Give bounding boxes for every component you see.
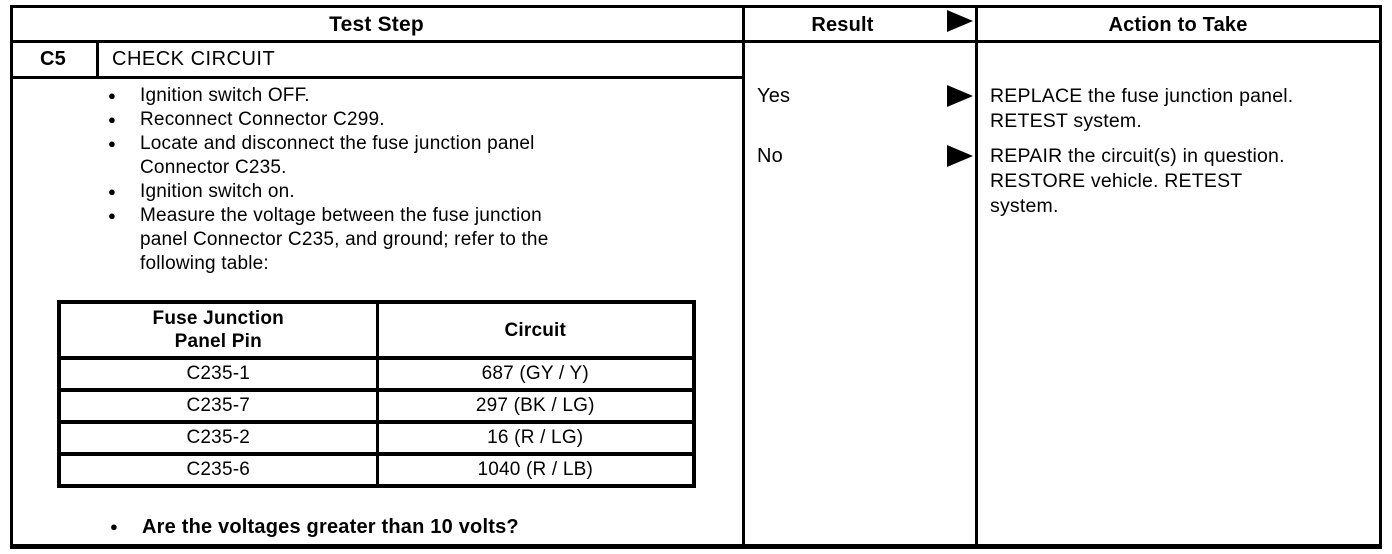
- table-row: C235-1 687 (GY / Y): [57, 356, 696, 392]
- pin-column-header: Fuse Junction Panel Pin: [57, 300, 379, 360]
- bullet-icon: ●: [108, 136, 117, 151]
- bullet-icon: ●: [108, 88, 117, 103]
- pin-cell: C235-2: [57, 420, 379, 456]
- action-line: REPAIR the circuit(s) in question.: [990, 145, 1285, 167]
- instruction-list: ● Ignition switch OFF. ● Reconnect Conne…: [108, 84, 708, 276]
- action-line: system.: [990, 195, 1059, 217]
- circuit-cell: 297 (BK / LG): [375, 388, 696, 424]
- action-line: REPLACE the fuse junction panel.: [990, 85, 1294, 107]
- table-row: C235-2 16 (R / LG): [57, 420, 696, 456]
- list-item: ● Ignition switch OFF.: [108, 84, 708, 108]
- test-step-header: Test Step: [329, 13, 424, 36]
- bullet-icon: ●: [110, 519, 119, 534]
- step-id: C5: [40, 48, 66, 70]
- result-yes-label: Yes: [757, 85, 791, 107]
- question-text: Are the voltages greater than 10 volts?: [142, 516, 519, 538]
- list-item: ● Measure the voltage between the fuse j…: [108, 204, 708, 276]
- column-divider-action: [975, 5, 978, 549]
- bullet-text: Measure the voltage between the fuse jun…: [140, 205, 549, 274]
- bullet-text: Locate and disconnect the fuse junction …: [140, 133, 535, 178]
- bullet-icon: ●: [108, 112, 117, 127]
- result-arrow-icon: [947, 10, 973, 32]
- table-row: C235-7 297 (BK / LG): [57, 388, 696, 424]
- bullet-icon: ●: [108, 184, 117, 199]
- list-item: ● Reconnect Connector C299.: [108, 108, 708, 132]
- pin-cell: C235-7: [57, 388, 379, 424]
- header-row-divider: [10, 40, 1382, 43]
- bullet-icon: ●: [108, 208, 117, 223]
- result-no-label: No: [757, 145, 783, 167]
- list-item: ● Ignition switch on.: [108, 180, 708, 204]
- circuit-column-header: Circuit: [375, 300, 696, 360]
- bullet-text: Reconnect Connector C299.: [140, 109, 385, 130]
- bullet-text: Ignition switch OFF.: [140, 85, 310, 106]
- step-id-divider: [96, 40, 99, 79]
- pin-circuit-table: Fuse Junction Panel Pin Circuit C235-1 6…: [57, 300, 696, 488]
- bullet-text: Ignition switch on.: [140, 181, 295, 202]
- circuit-cell: 1040 (R / LB): [375, 452, 696, 488]
- table-row: C235-6 1040 (R / LB): [57, 452, 696, 488]
- test-question: ● Are the voltages greater than 10 volts…: [110, 514, 519, 540]
- no-arrow-icon: [947, 145, 973, 167]
- yes-arrow-icon: [947, 85, 973, 107]
- table-header-row: Fuse Junction Panel Pin Circuit: [57, 300, 696, 360]
- circuit-cell: 16 (R / LG): [375, 420, 696, 456]
- circuit-cell: 687 (GY / Y): [375, 356, 696, 392]
- action-to-take-header: Action to Take: [1108, 14, 1248, 36]
- action-line: RETEST system.: [990, 110, 1142, 132]
- action-for-no: REPAIR the circuit(s) in question. RESTO…: [990, 144, 1372, 219]
- list-item: ● Locate and disconnect the fuse junctio…: [108, 132, 708, 180]
- step-row-divider: [10, 76, 745, 79]
- step-title: CHECK CIRCUIT: [112, 48, 276, 70]
- action-line: RESTORE vehicle. RETEST: [990, 170, 1243, 192]
- column-divider-result: [742, 5, 745, 549]
- result-header: Result: [811, 14, 874, 36]
- action-for-yes: REPLACE the fuse junction panel. RETEST …: [990, 84, 1372, 134]
- pin-cell: C235-6: [57, 452, 379, 488]
- pin-cell: C235-1: [57, 356, 379, 392]
